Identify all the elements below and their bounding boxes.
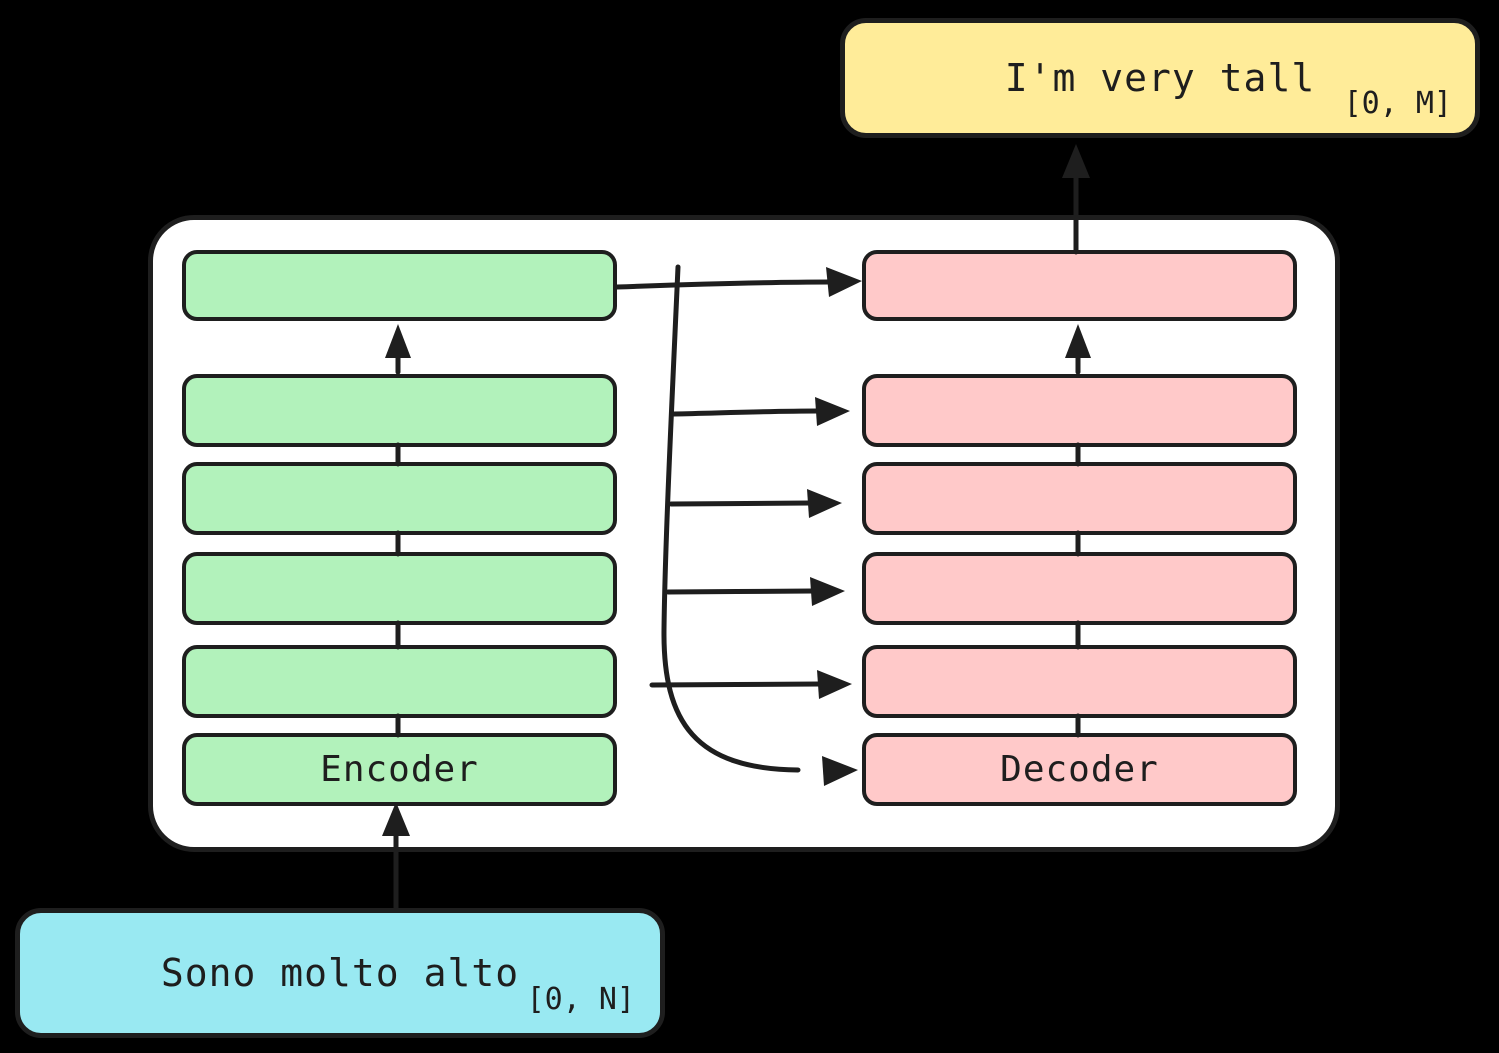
input-text-box: Sono molto alto [0, N] [15,908,665,1038]
input-text: Sono molto alto [160,951,520,995]
decoder-block: Decoder [862,733,1297,806]
output-range: [0, M] [1343,86,1452,121]
decoder-layer [862,462,1297,535]
decoder-label: Decoder [1000,749,1159,790]
encoder-layer [182,250,617,321]
decoder-layer [862,552,1297,625]
encoder-layer [182,462,617,535]
encoder-layer [182,374,617,447]
decoder-layer [862,250,1297,321]
encoder-layer [182,645,617,718]
input-range: [0, N] [526,982,635,1017]
decoder-layer [862,645,1297,718]
output-text: I'm very tall [1004,56,1316,100]
decoder-layer [862,374,1297,447]
encoder-label: Encoder [320,749,479,790]
output-text-box: I'm very tall [0, M] [840,18,1480,138]
encoder-layer [182,552,617,625]
encoder-block: Encoder [182,733,617,806]
